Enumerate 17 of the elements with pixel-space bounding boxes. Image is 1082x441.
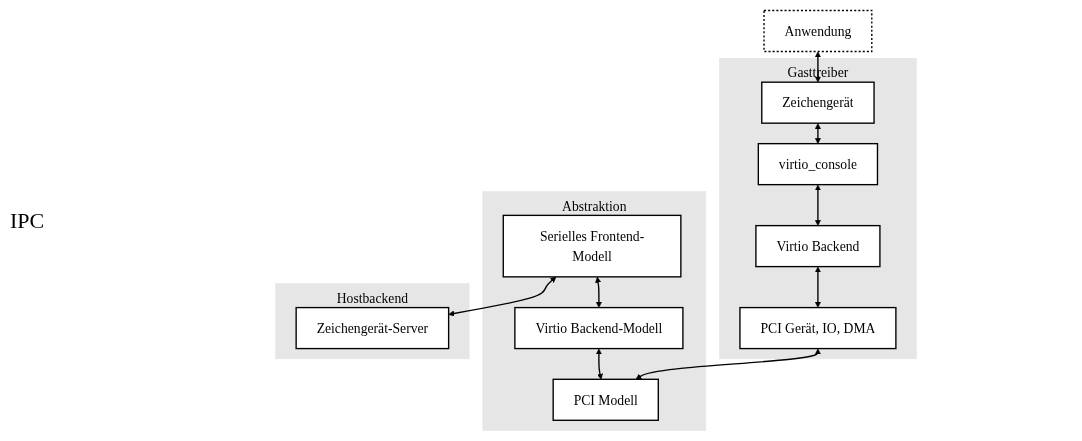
node-box: Zeichengerät [761, 81, 875, 124]
arrow [814, 184, 821, 226]
arrow [595, 276, 602, 308]
arrow [448, 276, 557, 317]
arrow [635, 348, 821, 380]
node-box: Anwendung [763, 9, 873, 53]
node-box: Zeichengerät-Server [295, 306, 450, 350]
node-box: virtio_console [757, 142, 879, 186]
node-box: PCI Modell [552, 378, 659, 421]
node-box: Virtio Backend [755, 224, 881, 268]
note-label: IPC [10, 207, 46, 234]
arrow [814, 266, 821, 308]
node-box: Virtio Backend-Modell [514, 306, 684, 350]
node-box: Serielles Frontend-Modell [502, 214, 682, 278]
arrow [814, 123, 821, 144]
node-box: PCI Gerät, IO, DMA [739, 306, 897, 350]
arrow [595, 348, 603, 380]
